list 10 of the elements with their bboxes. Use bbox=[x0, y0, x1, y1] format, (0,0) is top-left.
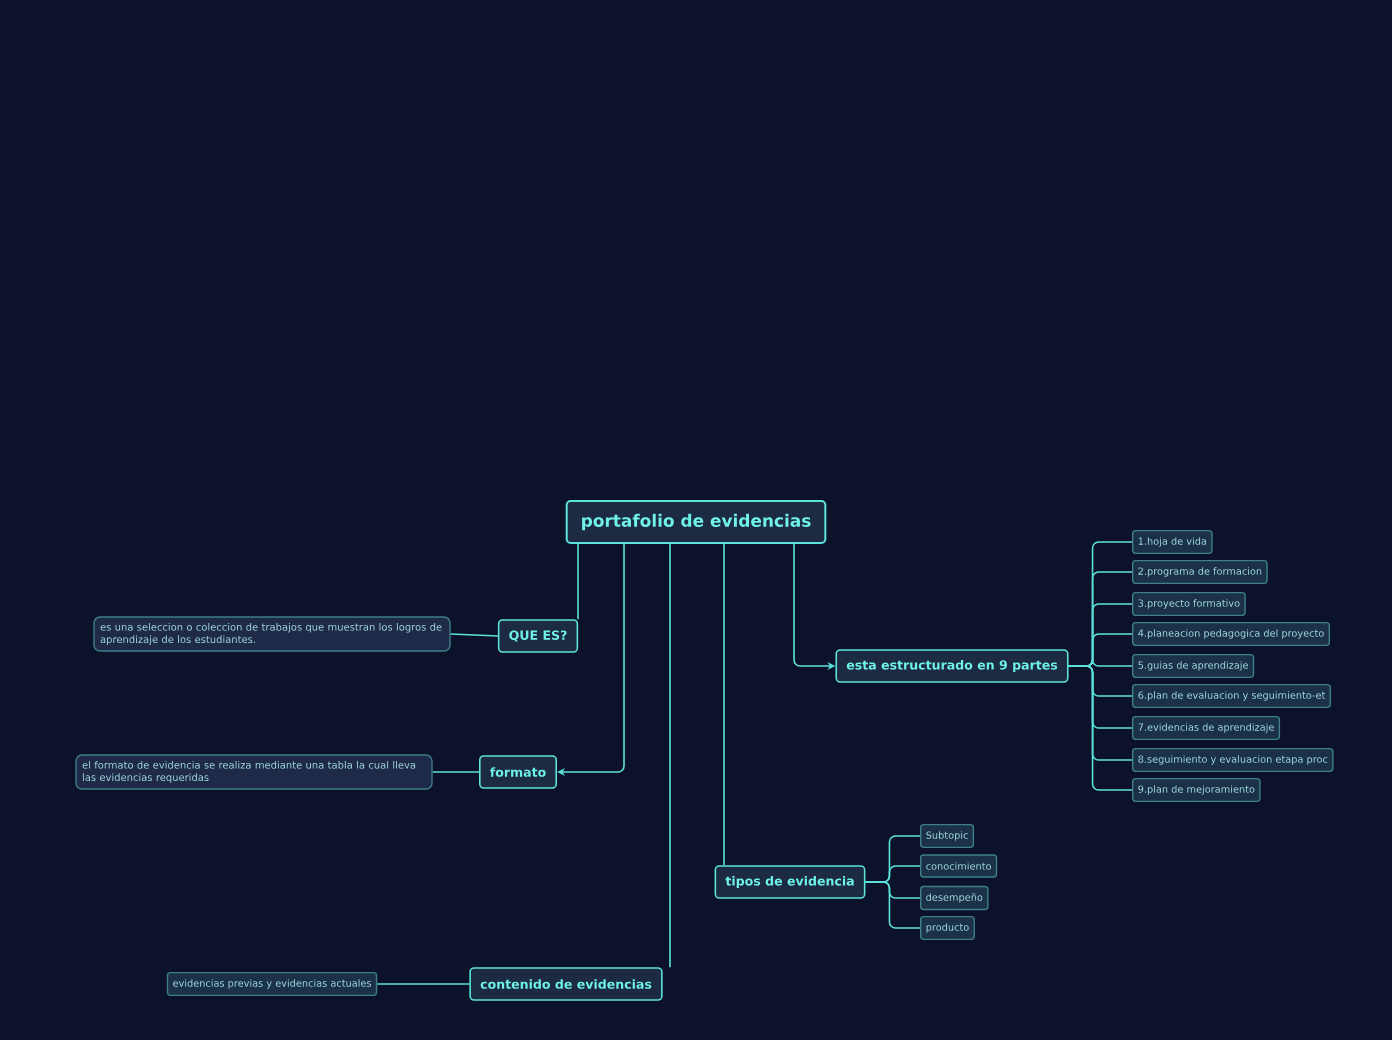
connector-line bbox=[1067, 665, 1133, 791]
connector-line bbox=[864, 881, 921, 929]
connector-line bbox=[449, 633, 499, 637]
connector-line bbox=[376, 983, 471, 985]
connector-line bbox=[557, 543, 625, 777]
central-topic-box: portafolio de evidencias bbox=[565, 500, 827, 544]
connector-line bbox=[723, 543, 725, 866]
connector-line bbox=[669, 543, 671, 968]
connector-line bbox=[577, 543, 579, 620]
connector-line bbox=[431, 771, 480, 773]
